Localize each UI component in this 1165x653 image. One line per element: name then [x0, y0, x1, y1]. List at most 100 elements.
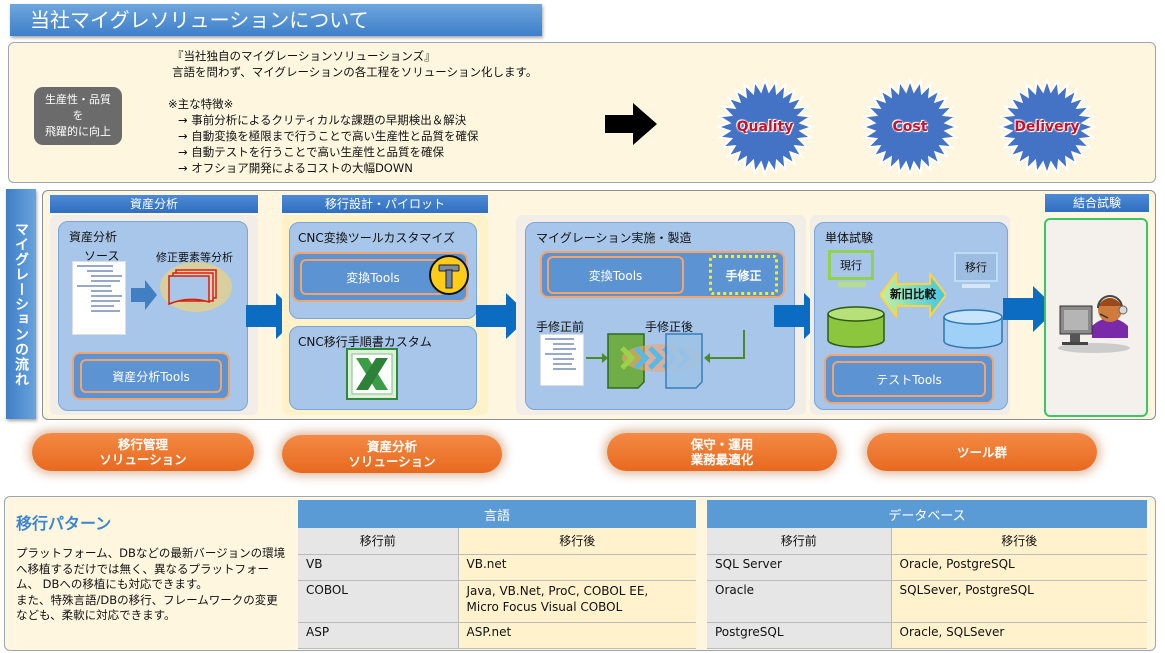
table-row: ASP ASP.net — [298, 622, 696, 649]
column-header-before: 移行前 — [298, 528, 459, 555]
manual-fix-button[interactable]: 手修正 — [709, 255, 778, 295]
migration-flow-side-label: マイグレーションの流れ — [6, 189, 36, 419]
conversion-diagram — [586, 330, 745, 389]
asset-analysis-tools-label: 資産分析Tools — [80, 359, 222, 393]
pill-line: 業務最適化 — [690, 452, 754, 467]
table-row: VB VB.net — [298, 554, 696, 581]
table-title: 言語 — [298, 500, 696, 528]
cell-before: PostgreSQL — [707, 622, 892, 649]
column-header-before: 移行前 — [707, 528, 892, 555]
monitor-stand — [838, 282, 866, 287]
card-title: 資産分析 — [69, 230, 118, 244]
solution-pill-asset-analysis[interactable]: 資産分析 ソリューション — [282, 435, 502, 473]
before-manual-fix-label: 手修正前 — [536, 320, 585, 334]
solution-pill-tools[interactable]: ツール群 — [867, 433, 1097, 471]
badge-line: を — [72, 109, 84, 122]
test-tools-label: テストTools — [832, 361, 986, 397]
badge-line: 生産性・品質 — [45, 93, 111, 106]
before-code-thumbnail — [540, 334, 584, 386]
patterns-description: プラットフォーム、DBなどの最新バージョンの環境へ移植するだけでは無く、異なるプ… — [16, 546, 286, 622]
starburst-icon — [860, 77, 960, 177]
arrow-right-icon — [131, 280, 157, 310]
flow-arrow-icon — [1003, 286, 1057, 332]
documents-stack-icon — [160, 262, 232, 312]
intro-panel — [8, 42, 1156, 183]
operator-at-computer-icon — [1058, 295, 1130, 353]
cell-before: ASP — [298, 622, 459, 649]
compare-arrow-icon — [880, 272, 946, 318]
current-database-icon — [827, 306, 885, 348]
stage-header-design-pilot: 移行設計・パイロット — [282, 195, 488, 213]
conversion-tools-button[interactable]: 変換Tools — [547, 256, 684, 294]
cell-before: COBOL — [298, 580, 459, 623]
cost-starburst: Cost — [860, 77, 960, 177]
stage-header-integration-test: 結合試験 — [1045, 194, 1149, 212]
quality-starburst: Quality — [715, 77, 815, 177]
pill-line: ソリューション — [99, 452, 187, 467]
pill-line: 保守・運用 — [690, 437, 754, 452]
pill-line: ツール群 — [956, 444, 1007, 460]
feature-item: → オフショア開発によるコストの大幅DOWN — [178, 161, 413, 175]
productivity-quality-badge: 生産性・品質 を 飛躍的に向上 — [34, 87, 122, 145]
modification-analysis-label: 修正要素等分析 — [156, 251, 233, 264]
table-row: Oracle SQLSever, PostgreSQL — [707, 580, 1147, 623]
pill-line: ソリューション — [348, 454, 436, 469]
intro-text: 『当社独自のマイグレーションソリューションズ』 言語を問わず、マイグレーションの… — [150, 48, 537, 176]
card-title: 単体試験 — [825, 231, 874, 245]
column-header-after: 移行後 — [458, 528, 696, 555]
starburst-icon — [715, 77, 815, 177]
language-migration-table: 言語 移行前 移行後 VB VB.net COBOL Java, VB.Net,… — [298, 500, 696, 649]
monitor-stand — [962, 284, 990, 288]
cell-after: SQLSever, PostgreSQL — [891, 580, 1147, 623]
card-title: CNC変換ツールカスタマイズ — [298, 231, 456, 245]
quality-label: Quality — [736, 119, 794, 135]
card-title: CNC移行手順書カスタム — [298, 335, 432, 349]
migrated-system-monitor: 移行 — [954, 252, 998, 282]
starburst-shape — [715, 77, 815, 177]
intro-heading: 『当社独自のマイグレーションソリューションズ』 — [172, 49, 436, 63]
conversion-tools-label: 変換Tools — [300, 259, 446, 295]
pill-line: 資産分析 — [366, 439, 417, 454]
delivery-starburst: Delivery — [997, 77, 1097, 177]
starburst-shape — [860, 77, 960, 177]
source-code-thumbnail — [72, 261, 126, 335]
database-migration-table: データベース 移行前 移行後 SQL Server Oracle, Postgr… — [707, 500, 1147, 649]
current-system-monitor: 現行 — [828, 250, 874, 280]
source-label: ソース — [84, 249, 120, 263]
solution-pill-operations-optimization[interactable]: 保守・運用 業務最適化 — [607, 433, 837, 471]
page-title: 当社マイグレソリューションについて — [10, 4, 542, 36]
column-header-after: 移行後 — [891, 528, 1147, 555]
table-row: PostgreSQL Oracle, SQLSever — [707, 622, 1147, 649]
cell-before: SQL Server — [707, 554, 892, 581]
card-title: マイグレーション実施・製造 — [536, 231, 692, 245]
feature-item: → 自動テストを行うことで高い生産性と品質を確保 — [178, 145, 444, 159]
badge-line: 飛躍的に向上 — [45, 125, 111, 138]
table-row: SQL Server Oracle, PostgreSQL — [707, 554, 1147, 581]
delivery-label: Delivery — [1014, 119, 1080, 135]
migrated-database-icon — [943, 309, 1003, 349]
hammer-icon — [429, 255, 469, 295]
cell-after: Oracle, SQLSever — [891, 622, 1147, 649]
patterns-title: 移行パターン — [16, 514, 112, 533]
starburst-shape — [997, 77, 1097, 177]
cell-after: Java, VB.Net, ProC, COBOL EE, Micro Focu… — [458, 580, 696, 623]
starburst-icon — [997, 77, 1097, 177]
asset-analysis-tools-button[interactable]: 資産分析Tools — [72, 352, 230, 400]
feature-item: → 自動変換を極限まで行うことで高い生産性と品質を確保 — [178, 129, 479, 143]
table-row: COBOL Java, VB.Net, ProC, COBOL EE, Micr… — [298, 580, 696, 623]
stage-header-asset-analysis: 資産分析 — [50, 195, 258, 213]
cell-after: ASP.net — [458, 622, 696, 649]
cost-label: Cost — [892, 119, 928, 135]
cell-before: VB — [298, 554, 459, 581]
features-title: ※主な特徴※ — [168, 97, 234, 111]
intro-subheading: 言語を問わず、マイグレーションの各工程をソリューション化します。 — [172, 65, 538, 79]
solution-pill-migration-management[interactable]: 移行管理 ソリューション — [32, 433, 254, 471]
test-tools-button[interactable]: テストTools — [824, 354, 994, 404]
excel-icon — [346, 348, 398, 400]
pill-line: 移行管理 — [117, 437, 168, 452]
cell-before: Oracle — [707, 580, 892, 623]
compare-label: 新旧比較 — [890, 287, 936, 301]
table-title: データベース — [707, 500, 1147, 528]
cell-after: Oracle, PostgreSQL — [891, 554, 1147, 581]
right-arrow-icon — [605, 103, 657, 145]
